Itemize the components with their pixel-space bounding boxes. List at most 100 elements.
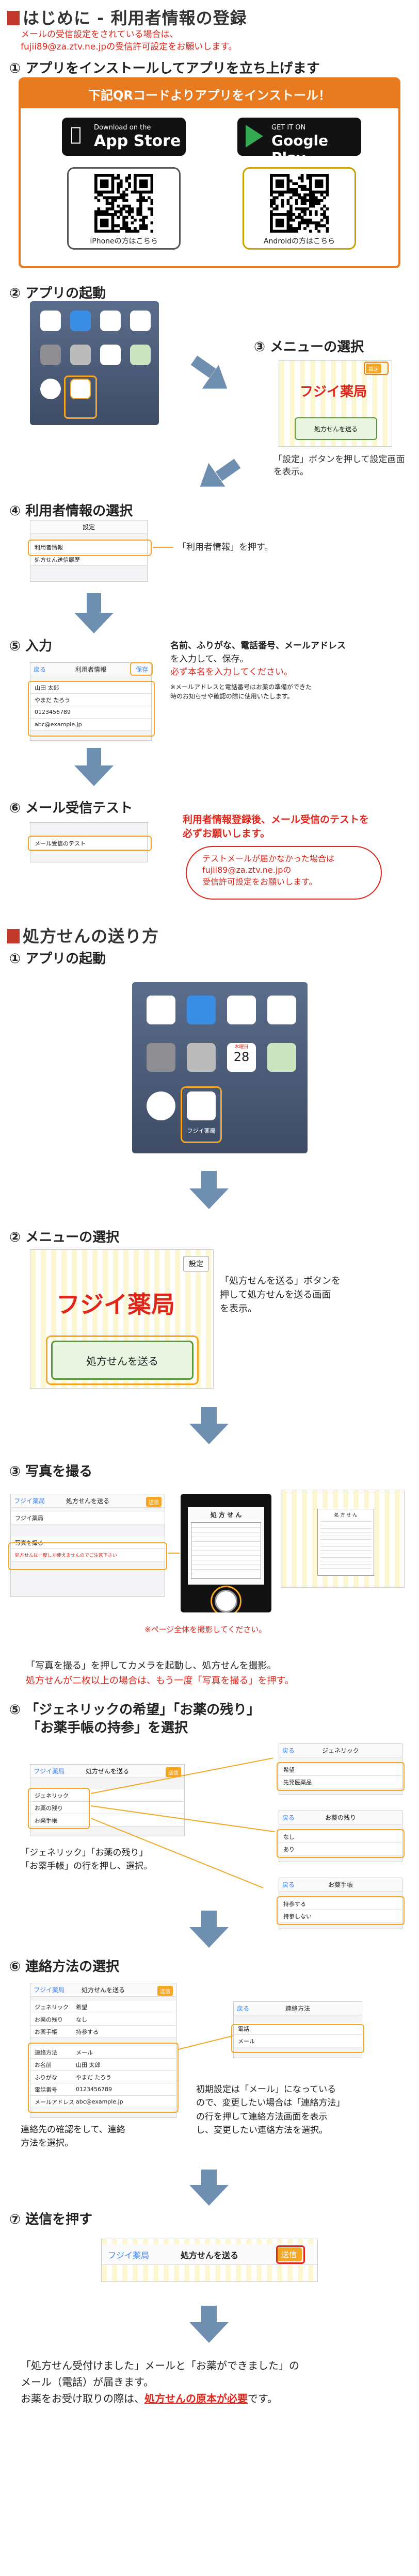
section2-title-text: 処方せんの送り方 (23, 926, 159, 946)
photo-note: ※ページ全体を撮影してください。 (144, 1625, 267, 1634)
s2step4-desc-1: 「ジェネリック」「お薬の残り」 (21, 1848, 148, 1858)
generic-opt-1[interactable]: 希望 (279, 1764, 402, 1776)
c-row-2[interactable]: お薬の残りなし (30, 2013, 176, 2026)
s2step2-desc-1: 「処方せんを送る」ボタンを (220, 1276, 341, 1286)
c-row-7-value: 0123456789 (76, 2086, 112, 2093)
notebook-panel-title: お薬手帳 (328, 1881, 353, 1888)
contact-panel-highlight (231, 2024, 364, 2053)
remaining-opt-2[interactable]: あり (279, 1843, 402, 1855)
footer-text: 「処方せん受付けました」メールと「お薬ができました」の メール（電話）が届きます… (21, 2357, 299, 2407)
generic-panel-title: ジェネリック (321, 1747, 359, 1754)
calendar-weekday: 木曜日 (234, 1045, 249, 1050)
back-button[interactable]: 戻る (34, 666, 46, 673)
remaining-panel-title: お薬の残り (325, 1814, 356, 1821)
generic-row[interactable]: ジェネリック (30, 1789, 184, 1802)
prescription-doc: 処 方 せ ん (188, 1507, 264, 1585)
notebook-panel: 戻る お薬手帳 持参する 持参しない (279, 1878, 402, 1929)
connector-line (153, 547, 173, 548)
step5-note1: ※メールアドレスと電話番号はお薬の準備ができた (170, 683, 312, 691)
step5-desc-line1: 名前、ふりがな、電話番号、メールアドレス (170, 641, 346, 651)
c-row-1[interactable]: ジェネリック希望 (30, 2001, 176, 2013)
remaining-panel-bar: 戻る お薬の残り (279, 1811, 402, 1824)
phone-field[interactable]: 0123456789 (30, 706, 151, 719)
s2step6-left: 連絡先の確認をして、連絡 方法を選択。 (21, 2123, 125, 2150)
bubble-line-1: テストメールが届かなかった場合は (202, 854, 335, 863)
send-button-highlight (46, 1335, 199, 1385)
mail-test-row[interactable]: メール受信のテスト (30, 837, 147, 850)
section2-title: 処方せんの送り方 (7, 923, 159, 947)
home-screen-1 (30, 301, 159, 425)
contact-panel-back[interactable]: 戻る (237, 2005, 250, 2012)
send-button-photo[interactable]: 送信 (146, 1497, 162, 1507)
s2step2-desc-3: を表示。 (220, 1303, 257, 1314)
title-square-icon-2 (7, 929, 20, 943)
s2step3-title: ③ 写真を撮る (9, 1464, 93, 1479)
pharmacy-logo-small: フジイ薬局 (300, 384, 367, 400)
c-row-3[interactable]: お薬手帳持参する (30, 2026, 176, 2038)
contact-method-value: メール (76, 2049, 93, 2056)
arrow5-shaft (87, 748, 101, 767)
weather-app-icon (70, 311, 91, 331)
send-button-small[interactable]: 処方せんを送る (295, 417, 377, 440)
c-row-5[interactable]: お名前山田 太郎 (30, 2059, 176, 2071)
iphone-qr-code[interactable] (94, 174, 154, 233)
googleplay-badge[interactable]: GET IT ON Google Play (237, 118, 361, 166)
remaining-back[interactable]: 戻る (282, 1814, 295, 1821)
notebook-opt-2[interactable]: 持参しない (279, 1910, 402, 1922)
name-field[interactable]: 山田 太郎 (30, 681, 151, 694)
send-prescription-button[interactable]: 処方せんを送る (51, 1341, 194, 1380)
install-box: 下記QRコードよりアプリをインストール！  Download on the A… (19, 77, 400, 268)
s2step4-desc-2: 「お薬手帳」の行を押し、選択。 (21, 1861, 152, 1871)
dropbox-app-icon-2 (267, 996, 296, 1024)
camera-app-icon-2 (187, 1043, 216, 1072)
generic-back[interactable]: 戻る (282, 1747, 295, 1754)
settings-button-large[interactable]: 設定 (183, 1256, 209, 1271)
s2step4-desc: 「ジェネリック」「お薬の残り」 「お薬手帳」の行を押し、選択。 (21, 1847, 152, 1873)
options-highlight (28, 1788, 90, 1829)
options-screen-title: 処方せんを送る (85, 1768, 129, 1775)
c-row-1-label: ジェネリック (35, 2003, 69, 2011)
remaining-row[interactable]: お薬の残り (30, 1802, 184, 1814)
iphone-caption: iPhoneの方はこちら (90, 237, 158, 246)
contact-opt-mail[interactable]: メール (234, 2035, 362, 2047)
photos-app-icon (100, 311, 121, 331)
dropbox-app-icon (130, 311, 151, 331)
back-to-store-button[interactable]: フジイ薬局 (14, 1497, 45, 1505)
step2-title: ② アプリの起動 (9, 286, 106, 301)
send-button-opt[interactable]: 送信 (166, 1767, 181, 1777)
notebook-back[interactable]: 戻る (282, 1881, 295, 1888)
maps-app-icon-2 (267, 1043, 296, 1072)
send-screen-title: 処方せんを送る (66, 1497, 109, 1505)
google-app-icon (40, 311, 61, 331)
final-send-button[interactable]: 送信 (276, 2247, 302, 2261)
bubble-line-3: 受信許可設定をお願いします。 (202, 876, 317, 887)
fujii-app-icon-2[interactable] (187, 1091, 216, 1120)
final-back-button[interactable]: フジイ薬局 (108, 2250, 150, 2260)
notebook-row[interactable]: お薬手帳 (30, 1814, 184, 1827)
appstore-badge[interactable]:  Download on the App Store (62, 118, 186, 156)
c-row-6[interactable]: ふりがなやまだ たろう (30, 2071, 176, 2083)
email-field[interactable]: abc@example.jp (30, 719, 151, 731)
c-row-1-value: 希望 (76, 2003, 87, 2011)
notebook-opt-1[interactable]: 持参する (279, 1898, 402, 1910)
arrow-s2-4-shaft (201, 2170, 217, 2186)
android-qr-code[interactable] (270, 174, 329, 233)
section1-title: はじめに - 利用者情報の登録 (7, 5, 247, 29)
settings-button-small[interactable]: 設定 (366, 364, 381, 373)
contact-method-row[interactable]: 連絡方法メール (30, 2046, 176, 2059)
contact-connector (178, 2033, 239, 2050)
furigana-field[interactable]: やまだ たろう (30, 694, 151, 706)
back-button-contact[interactable]: フジイ薬局 (34, 1986, 65, 1994)
send-button-contact[interactable]: 送信 (157, 1986, 173, 1996)
thumbnail-doc-lines (320, 1520, 372, 1572)
generic-opt-2[interactable]: 先発医薬品 (279, 1776, 402, 1788)
settings-app-icon-2 (147, 1043, 175, 1072)
save-button[interactable]: 保存 (135, 666, 148, 673)
back-button-opt[interactable]: フジイ薬局 (34, 1768, 65, 1775)
user-info-row[interactable]: 利用者情報 (30, 541, 147, 553)
remaining-opt-1[interactable]: なし (279, 1831, 402, 1843)
send-screen-options: フジイ薬局 処方せんを送る 送信 ジェネリック お薬の残り お薬手帳 (30, 1764, 185, 1836)
fujii-app-icon-1[interactable] (70, 379, 91, 399)
